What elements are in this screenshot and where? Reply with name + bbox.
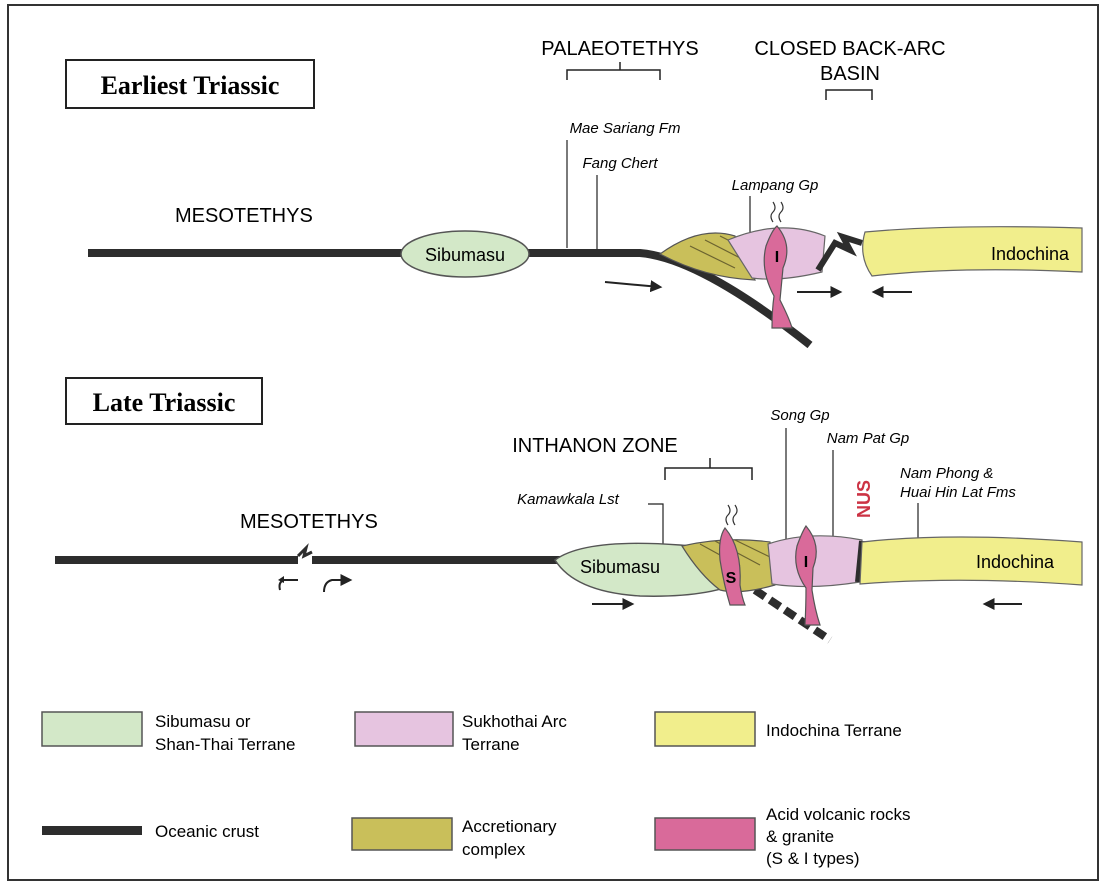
ridge-break (298, 548, 312, 556)
label-granite-s: S (726, 570, 737, 587)
legend-sukhothai-line1: Sukhothai Arc (462, 712, 567, 731)
legend-accretionary-line1: Accretionary (462, 817, 557, 836)
legend-sibumasu-line1: Sibumasu or (155, 712, 251, 731)
legend-indochina: Indochina Terrane (766, 721, 902, 740)
spreading-arrow-right (324, 580, 350, 592)
volcanic-plume-top (771, 202, 783, 222)
label-mesotethys-top: MESOTETHYS (175, 205, 313, 227)
label-nam-phong: Nam Phong & (900, 465, 993, 482)
legend-swatch-sibumasu (42, 712, 142, 746)
label-sibumasu-bottom: Sibumasu (580, 557, 660, 577)
label-granite-i-bottom: I (804, 554, 808, 571)
label-granite-i-top: I (775, 249, 779, 266)
label-indochina-top: Indochina (991, 244, 1070, 264)
legend-sukhothai-line2: Terrane (462, 735, 520, 754)
title-earliest-triassic: Earliest Triassic (101, 71, 280, 100)
label-nus: NUS (854, 480, 874, 518)
legend-sibumasu-line2: Shan-Thai Terrane (155, 735, 296, 754)
label-basin: BASIN (820, 63, 880, 85)
bracket-backarc (826, 90, 872, 100)
legend-swatch-accretionary (352, 818, 452, 850)
label-kamawkala: Kamawkala Lst (517, 491, 620, 508)
bracket-palaeotethys (567, 62, 660, 80)
label-palaeotethys: PALAEOTETHYS (541, 38, 698, 60)
title-late-triassic: Late Triassic (93, 388, 236, 417)
legend-acid-line3: (S & I types) (766, 849, 860, 868)
label-sibumasu-top: Sibumasu (425, 245, 505, 265)
label-inthanon-zone: INTHANON ZONE (512, 435, 678, 457)
label-indochina-bottom: Indochina (976, 552, 1055, 572)
leader-kamawkala (648, 504, 663, 545)
legend-swatch-indochina (655, 712, 755, 746)
label-mae-sariang: Mae Sariang Fm (570, 120, 681, 137)
label-song-gp: Song Gp (770, 407, 829, 424)
legend: Sibumasu or Shan-Thai Terrane Sukhothai … (42, 712, 911, 868)
label-huai-hin-lat: Huai Hin Lat Fms (900, 484, 1016, 501)
legend-accretionary-line2: complex (462, 840, 526, 859)
panel-earliest-triassic: Earliest Triassic PALAEOTETHYS CLOSED BA… (66, 38, 1082, 345)
legend-acid-line1: Acid volcanic rocks (766, 805, 911, 824)
label-fang-chert: Fang Chert (582, 155, 658, 172)
legend-swatch-oceanic (42, 826, 142, 835)
legend-swatch-acid (655, 818, 755, 850)
arrow-subduction-top (605, 282, 660, 287)
label-lampang: Lampang Gp (732, 177, 819, 194)
bracket-inthanon (665, 458, 752, 480)
panel-late-triassic: Late Triassic INTHANON ZONE Song Gp Nam … (55, 378, 1082, 640)
legend-swatch-sukhothai (355, 712, 453, 746)
label-closed-backarc: CLOSED BACK-ARC (754, 38, 945, 60)
legend-oceanic: Oceanic crust (155, 822, 259, 841)
legend-acid-line2: & granite (766, 827, 834, 846)
label-nam-pat: Nam Pat Gp (827, 430, 910, 447)
volcanic-plume-bottom (726, 505, 737, 525)
label-mesotethys-bottom: MESOTETHYS (240, 511, 378, 533)
